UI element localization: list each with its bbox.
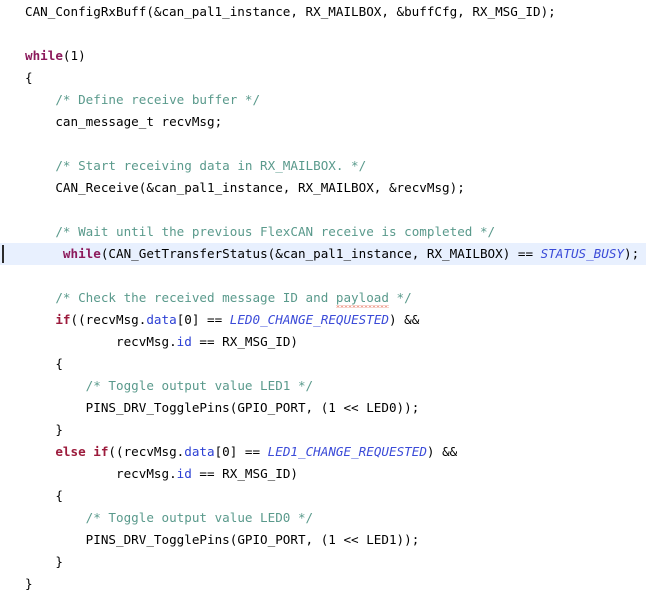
code-indent — [25, 356, 55, 371]
code-indent — [25, 334, 116, 349]
code-indent — [25, 158, 55, 173]
code-indent — [25, 92, 55, 107]
code-indent — [25, 422, 55, 437]
code-token-keyword: while — [62, 246, 101, 261]
code-line[interactable]: /* Toggle output value LED0 */ — [0, 507, 646, 529]
code-line[interactable]: /* Wait until the previous FlexCAN recei… — [0, 221, 646, 243]
code-indent — [25, 378, 86, 393]
code-line[interactable]: CAN_Receive(&can_pal1_instance, RX_MAILB… — [0, 177, 646, 199]
code-indent — [25, 224, 55, 239]
code-indent — [25, 312, 55, 327]
code-token-plain: == RX_MSG_ID) — [191, 334, 298, 349]
code-line-current[interactable]: while(CAN_GetTransferStatus(&can_pal1_in… — [0, 243, 646, 265]
code-indent — [25, 290, 55, 305]
code-token-comment: /* Start receiving data in RX_MAILBOX. *… — [55, 158, 367, 173]
spell-error-word: payload — [335, 287, 390, 309]
code-indent — [25, 488, 55, 503]
code-indent — [25, 532, 86, 547]
code-token-plain: [0] == — [176, 312, 230, 327]
code-line[interactable] — [0, 199, 646, 221]
code-line[interactable]: PINS_DRV_TogglePins(GPIO_PORT, (1 << LED… — [0, 529, 646, 551]
code-token-comment: /* Toggle output value LED1 */ — [85, 378, 314, 393]
code-token-plain: { — [25, 70, 33, 85]
code-line[interactable]: /* Start receiving data in RX_MAILBOX. *… — [0, 155, 646, 177]
code-line[interactable]: /* Toggle output value LED1 */ — [0, 375, 646, 397]
code-line[interactable]: } — [0, 419, 646, 441]
code-token-plain: ((recvMsg. — [70, 312, 147, 327]
code-token-plain: (CAN_GetTransferStatus(&can_pal1_instanc… — [100, 246, 541, 261]
code-indent — [25, 114, 55, 129]
code-line[interactable]: PINS_DRV_TogglePins(GPIO_PORT, (1 << LED… — [0, 397, 646, 419]
code-line[interactable]: CAN_ConfigRxBuff(&can_pal1_instance, RX_… — [0, 1, 646, 23]
code-token-plain: ((recvMsg. — [108, 444, 185, 459]
code-token-plain: { — [55, 356, 63, 371]
code-token-member: data — [184, 444, 215, 459]
code-token-macro: STATUS_BUSY — [540, 246, 625, 261]
code-token-plain: } — [25, 576, 33, 591]
code-token-member: id — [176, 466, 192, 481]
code-indent — [25, 466, 116, 481]
code-line[interactable] — [0, 265, 646, 287]
code-line[interactable]: recvMsg.id == RX_MSG_ID) — [0, 331, 646, 353]
code-token-plain: can_message_t recvMsg; — [55, 114, 223, 129]
code-token-plain: recvMsg. — [116, 466, 177, 481]
code-indent — [25, 400, 86, 415]
code-token-plain: CAN_Receive(&can_pal1_instance, RX_MAILB… — [55, 180, 465, 195]
code-token-plain: { — [55, 488, 63, 503]
code-token-plain: } — [55, 422, 63, 437]
code-token-plain: CAN_ConfigRxBuff(&can_pal1_instance, RX_… — [25, 4, 556, 19]
code-line[interactable]: can_message_t recvMsg; — [0, 111, 646, 133]
code-line[interactable]: while(1) — [0, 45, 646, 67]
code-token-plain: (1) — [62, 48, 86, 63]
code-line[interactable]: /* Define receive buffer */ — [0, 89, 646, 111]
code-token-macro: LED1_CHANGE_REQUESTED — [267, 444, 427, 459]
code-token-plain: } — [55, 554, 63, 569]
code-line[interactable] — [0, 23, 646, 45]
code-token-plain: ) && — [426, 444, 458, 459]
code-token-plain: == RX_MSG_ID) — [191, 466, 298, 481]
code-token-keyword2: else if — [55, 444, 109, 459]
code-line[interactable]: recvMsg.id == RX_MSG_ID) — [0, 463, 646, 485]
code-line[interactable]: { — [0, 353, 646, 375]
code-line[interactable]: } — [0, 551, 646, 573]
code-indent — [25, 444, 55, 459]
code-token-member: data — [146, 312, 177, 327]
text-caret — [2, 245, 4, 263]
code-line[interactable]: { — [0, 485, 646, 507]
code-token-keyword2: if — [55, 312, 71, 327]
code-line[interactable] — [0, 133, 646, 155]
code-line[interactable]: else if((recvMsg.data[0] == LED1_CHANGE_… — [0, 441, 646, 463]
code-token-comment: */ — [388, 290, 412, 305]
code-token-macro: LED0_CHANGE_REQUESTED — [229, 312, 389, 327]
code-token-plain: recvMsg. — [116, 334, 177, 349]
code-token-keyword: while — [25, 48, 63, 63]
code-token-comment: /* Check the received message ID and — [55, 290, 336, 305]
code-token-comment: /* Define receive buffer */ — [55, 92, 261, 107]
code-token-plain: PINS_DRV_TogglePins(GPIO_PORT, (1 << LED… — [85, 532, 420, 547]
code-line[interactable]: /* Check the received message ID and pay… — [0, 287, 646, 309]
code-token-member: id — [176, 334, 192, 349]
code-line[interactable]: if((recvMsg.data[0] == LED0_CHANGE_REQUE… — [0, 309, 646, 331]
code-indent — [25, 180, 55, 195]
code-indent — [25, 554, 55, 569]
code-token-comment: /* Toggle output value LED0 */ — [85, 510, 314, 525]
code-token-comment: /* Wait until the previous FlexCAN recei… — [55, 224, 496, 239]
code-line[interactable]: { — [0, 67, 646, 89]
code-indent — [25, 510, 86, 525]
code-token-plain: ) && — [389, 312, 420, 327]
code-token-plain: [0] == — [214, 444, 268, 459]
code-indent — [25, 246, 63, 261]
code-token-plain: ); — [624, 246, 640, 261]
code-line[interactable]: } — [0, 573, 646, 595]
code-token-plain: PINS_DRV_TogglePins(GPIO_PORT, (1 << LED… — [85, 400, 420, 415]
